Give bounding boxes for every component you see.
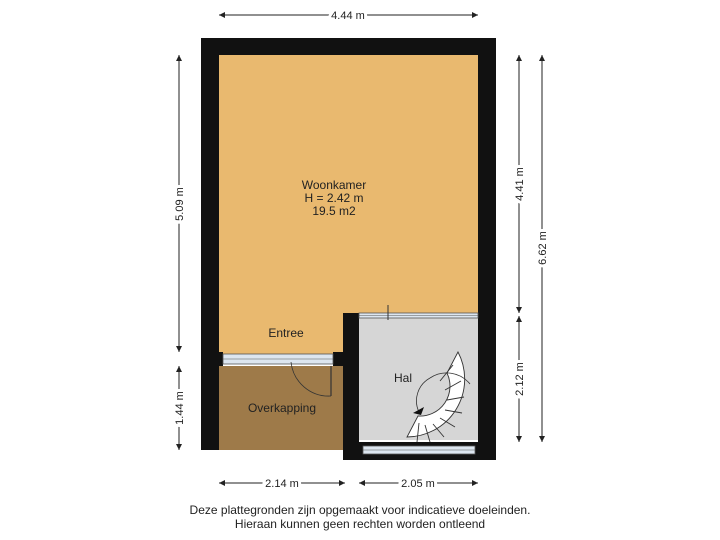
dim-bottom-left: 2.14 m: [265, 478, 299, 490]
stair-direction-arrow-icon: [413, 407, 424, 415]
dim-bottom-right: 2.05 m: [401, 478, 435, 490]
dim-right-upper: 4.41 m: [514, 167, 526, 201]
entree-label: Entree: [268, 326, 304, 340]
dim-left-lower: 1.44 m: [174, 391, 186, 425]
wall-entree-right-stub: [333, 352, 359, 366]
woonkamer-entree-extension: [219, 300, 345, 360]
woonkamer-area: 19.5 m2: [312, 204, 356, 218]
dim-right-total: 6.62 m: [537, 231, 549, 265]
hal-label: Hal: [394, 371, 412, 385]
wall-hal-left: [343, 313, 359, 460]
entree-door: [290, 361, 332, 397]
window-hal-top: [358, 312, 479, 319]
disclaimer-line-1: Deze plattegronden zijn opgemaakt voor i…: [189, 503, 531, 517]
dim-top-width: 4.44 m: [331, 10, 365, 22]
wall-right: [478, 38, 496, 460]
dim-right-lower: 2.12 m: [514, 362, 526, 396]
woonkamer-height: H = 2.42 m: [304, 191, 363, 205]
disclaimer-line-2: Hieraan kunnen geen rechten worden ontle…: [234, 517, 486, 531]
dim-left-upper: 5.09 m: [174, 187, 186, 221]
window-entree: [222, 353, 334, 365]
spiral-staircase: [406, 351, 471, 443]
wall-left: [201, 38, 219, 450]
overkapping-label: Overkapping: [248, 401, 316, 415]
window-hal-bottom: [362, 445, 476, 455]
wall-entree-left-stub: [201, 352, 223, 366]
overkapping-floor: [219, 366, 345, 450]
wall-top: [201, 38, 496, 55]
woonkamer-label: Woonkamer: [302, 178, 366, 192]
